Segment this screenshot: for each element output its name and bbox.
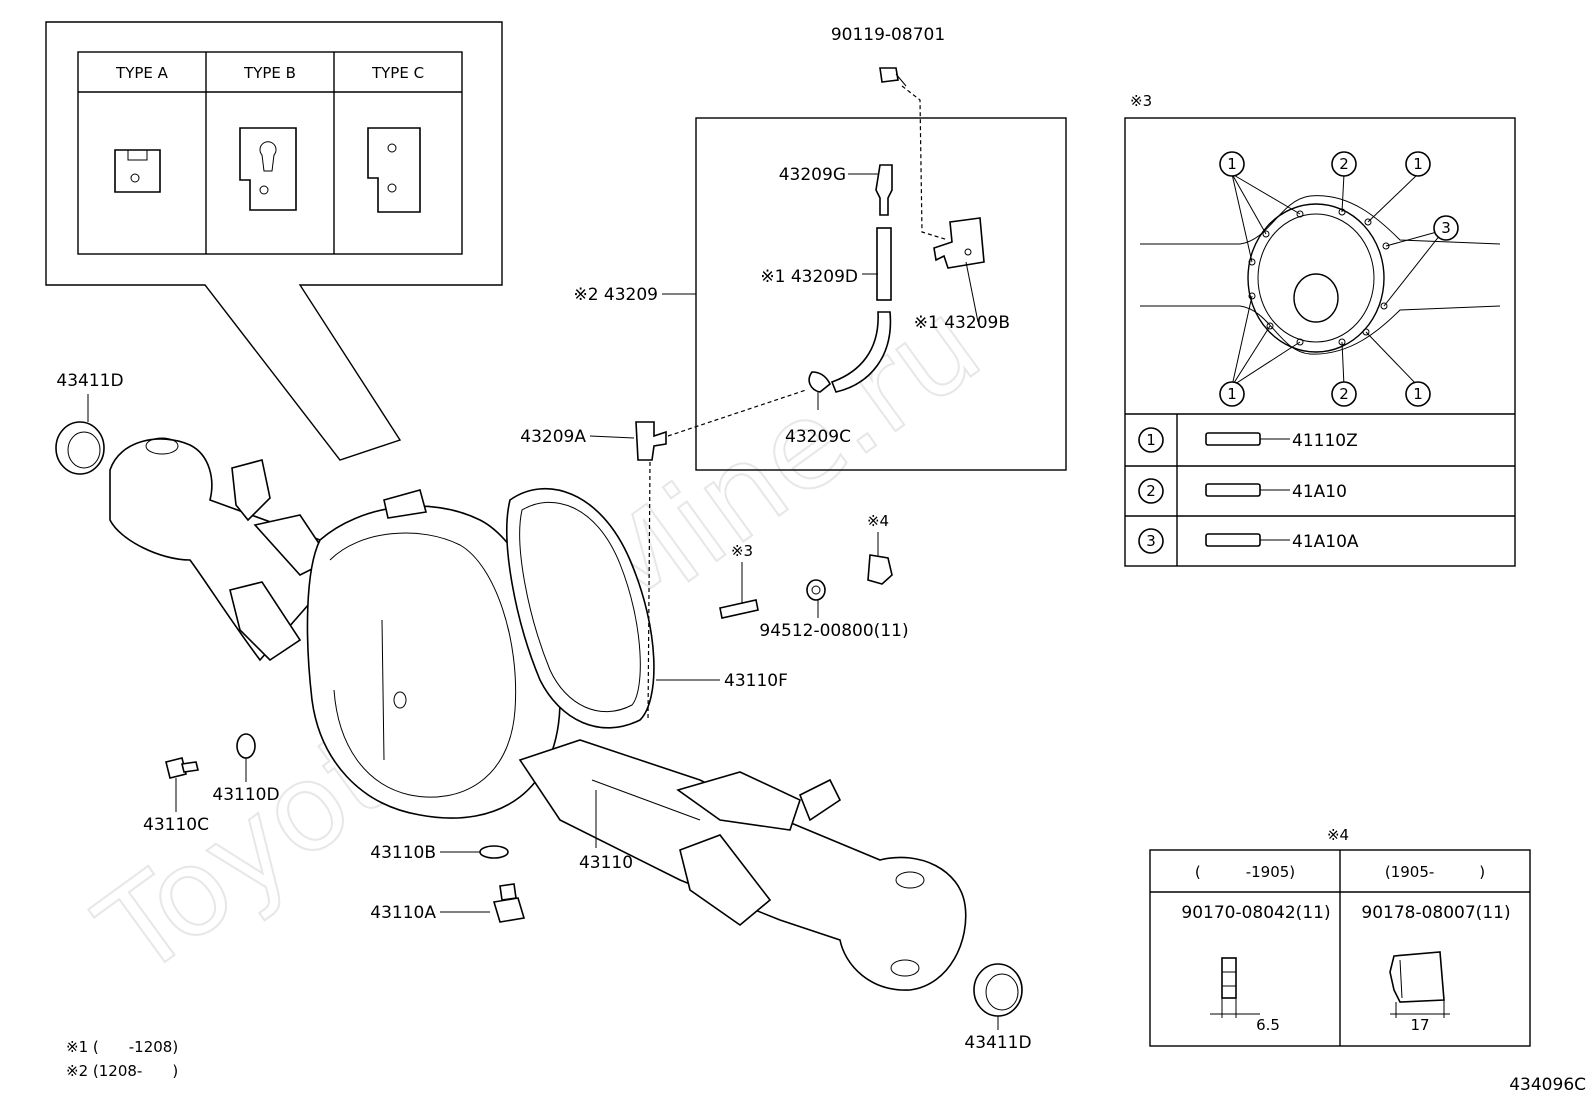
- type-a-bracket: [114, 149, 161, 193]
- stud-row-num: 3: [1146, 532, 1156, 550]
- gasket-43110D: [236, 733, 256, 759]
- stud-3: [719, 599, 759, 619]
- type-c-header: TYPE C: [371, 64, 424, 82]
- label-43209D: ※1 43209D: [760, 267, 858, 287]
- nut-4: [867, 554, 893, 585]
- nut-col2-part: 90178-08007(11): [1361, 903, 1510, 923]
- leader-lines: [87, 173, 999, 1030]
- footnote-1: ※1 ( -1208): [66, 1038, 178, 1056]
- nut-panel: ※4 ( -1905) (1905- ) 90170-08042(11) 901…: [1149, 826, 1531, 1047]
- union-43209A: [635, 389, 807, 721]
- label-43110D: 43110D: [212, 785, 279, 805]
- stud-circle-label: 1: [1413, 155, 1423, 173]
- label-43411D-top: 43411D: [56, 371, 123, 391]
- stud-circle-label: 1: [1227, 155, 1237, 173]
- label-43209A: 43209A: [520, 427, 586, 447]
- label-90119-08701: 90119-08701: [831, 25, 945, 45]
- label-43110A: 43110A: [370, 903, 436, 923]
- stud-circle-label: 2: [1339, 385, 1349, 403]
- nut-2-drawing: 17: [1389, 951, 1450, 1034]
- label-43209C: 43209C: [785, 427, 851, 447]
- label-43411D-bottom: 43411D: [964, 1033, 1031, 1053]
- label-43110F: 43110F: [724, 671, 788, 691]
- label-94512-00800: 94512-00800(11): [759, 621, 908, 641]
- label-43209B: ※1 43209B: [914, 313, 1010, 333]
- stud-row-part: 41A10: [1292, 482, 1347, 502]
- type-b-bracket: [239, 127, 297, 211]
- washer-94512: [806, 579, 826, 601]
- stud-circle-label: 3: [1441, 219, 1451, 237]
- stud-row-num: 2: [1146, 482, 1156, 500]
- plug-43110C: [165, 757, 199, 779]
- label-43209: ※2 43209: [573, 285, 658, 305]
- nut-col2-range: (1905- ): [1385, 863, 1485, 881]
- nut-col1-range: ( -1905): [1195, 863, 1295, 881]
- nut-2-dim: 17: [1410, 1016, 1429, 1034]
- axle-housing: [109, 437, 967, 991]
- gasket-43110B: [479, 845, 509, 859]
- seal-right: [973, 963, 1023, 1017]
- bolt-90119: [879, 67, 907, 87]
- footnote-2: ※2 (1208- ): [66, 1062, 178, 1080]
- nut-col1-part: 90170-08042(11): [1181, 903, 1330, 923]
- diagram-id: 434096C: [1509, 1075, 1586, 1095]
- seal-left: [55, 421, 105, 475]
- stud-circle-label: 1: [1227, 385, 1237, 403]
- stud-panel-title: ※3: [1130, 92, 1152, 110]
- nut-panel-title: ※4: [1327, 826, 1349, 844]
- label-43110C: 43110C: [143, 815, 209, 835]
- stud-layout-panel: ※3: [1124, 92, 1516, 567]
- stud-row-2: 2 41A10: [1138, 478, 1347, 504]
- label-43110B: 43110B: [370, 843, 436, 863]
- stud-row-part: 41A10A: [1292, 532, 1359, 552]
- type-b-header: TYPE B: [243, 64, 296, 82]
- stud-callouts: 1 2 1 3 1 2 1: [1219, 151, 1459, 407]
- stud-row-3: 3 41A10A: [1138, 528, 1359, 554]
- note-ref-3: ※3: [731, 542, 753, 560]
- nut-1-drawing: 6.5: [1210, 957, 1280, 1034]
- type-inset: TYPE A TYPE B TYPE C: [45, 21, 503, 461]
- stud-circle-label: 1: [1413, 385, 1423, 403]
- stud-row-num: 1: [1146, 431, 1156, 449]
- type-c-bracket: [367, 127, 421, 213]
- nut-1-dim: 6.5: [1256, 1016, 1280, 1034]
- note-ref-4: ※4: [867, 512, 889, 530]
- label-43209G: 43209G: [779, 165, 846, 185]
- plug-43110A: [492, 883, 526, 923]
- label-43110: 43110: [579, 853, 633, 873]
- type-a-header: TYPE A: [115, 64, 169, 82]
- stud-circle-label: 2: [1339, 155, 1349, 173]
- stud-row-part: 41110Z: [1292, 431, 1358, 451]
- stud-row-1: 1 41110Z: [1138, 427, 1358, 453]
